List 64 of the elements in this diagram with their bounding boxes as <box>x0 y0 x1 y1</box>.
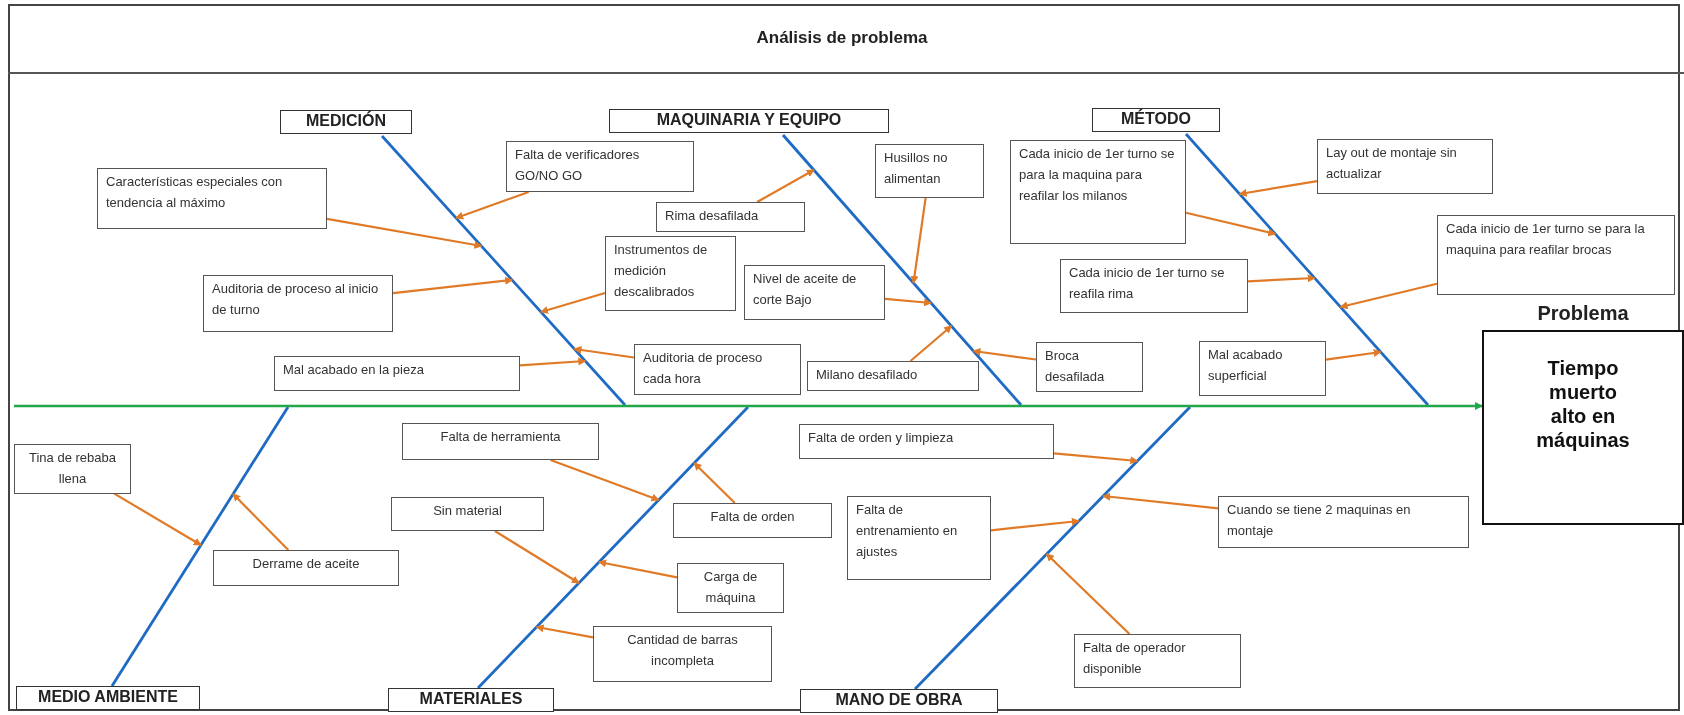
arrow <box>550 458 660 502</box>
arrow <box>1238 180 1318 197</box>
cause-box: Cada inicio de 1er turno se para la maquina para reafilar los milanos <box>1010 140 1186 244</box>
arrow <box>1102 492 1219 510</box>
cause-box: Falta de orden y limpieza <box>799 424 1054 459</box>
cause-box: Características especiales con tendencia al máximo <box>97 168 327 229</box>
cause-box: Falta de orden <box>673 503 832 538</box>
cause-box: Cuando se tiene 2 maquinas en montaje <box>1218 496 1469 548</box>
cause-box: Lay out de montaje sin actualizar <box>1317 139 1493 194</box>
cause-box: Husillos no alimentan <box>875 144 984 198</box>
cause-box: Carga de máquina <box>677 563 784 613</box>
arrow <box>540 291 606 314</box>
arrow <box>910 197 927 284</box>
cause-box: Auditoria de proceso al inicio de turno <box>203 275 393 332</box>
cause-box: Mal acabado superficial <box>1199 341 1326 396</box>
cause-box: Nivel de aceite de corte Bajo <box>744 265 885 320</box>
cause-box: Instrumentos de medición descalibrados <box>605 236 736 311</box>
arrow <box>326 217 483 249</box>
arrow <box>1185 211 1277 237</box>
arrow <box>598 559 678 579</box>
cause-box: Cada inicio de 1er turno se para la maquina para reafilar brocas <box>1437 215 1675 295</box>
arrow <box>1045 553 1131 635</box>
arrow <box>113 492 202 546</box>
category-box: MANO DE OBRA <box>800 689 998 713</box>
arrow <box>884 297 933 307</box>
arrow <box>1325 349 1382 361</box>
cause-box: Derrame de aceite <box>213 550 399 586</box>
cause-box: Cada inicio de 1er turno se reafila rima <box>1060 259 1248 313</box>
category-box: MÉTODO <box>1092 108 1220 132</box>
arrow <box>573 346 635 359</box>
cause-box: Cantidad de barras incompleta <box>593 626 772 682</box>
arrow <box>990 517 1080 532</box>
cause-box: Falta de verificadores GO/NO GO <box>506 141 694 192</box>
problem-heading: Problema <box>1536 302 1630 325</box>
arrow <box>756 169 815 203</box>
category-box: MEDICIÓN <box>280 110 412 134</box>
arrow <box>494 530 580 584</box>
arrow <box>455 190 530 220</box>
arrow <box>1339 282 1438 310</box>
arrow <box>1053 452 1139 465</box>
cause-box: Falta de entrenamiento en ajustes <box>847 496 991 580</box>
arrow <box>972 348 1037 361</box>
category-box: MAQUINARIA Y EQUIPO <box>609 109 889 133</box>
cause-box: Sin material <box>391 497 544 531</box>
category-box: MATERIALES <box>388 688 554 712</box>
arrow <box>392 276 514 295</box>
diagram-title: Análisis de problema <box>755 28 929 48</box>
cause-box: Rima desafilada <box>656 202 805 232</box>
arrow <box>519 357 587 367</box>
arrow <box>909 325 953 362</box>
cause-box: Mal acabado en la pieza <box>274 356 520 391</box>
category-box: MEDIO AMBIENTE <box>16 686 200 710</box>
arrow <box>232 493 290 551</box>
arrow <box>535 624 594 639</box>
cause-box: Broca desafilada <box>1036 342 1143 392</box>
problem-text: Tiempo muerto alto en máquinas <box>1535 356 1631 452</box>
cause-box: Falta de operador disponible <box>1074 634 1241 688</box>
arrow <box>1247 274 1316 283</box>
cause-box: Auditoria de proceso cada hora <box>634 344 801 395</box>
arrow <box>693 462 736 504</box>
cause-box: Milano desafilado <box>807 361 979 391</box>
cause-box: Tina de rebaba llena <box>14 444 131 494</box>
spine-arrow <box>14 402 1483 410</box>
cause-box: Falta de herramienta <box>402 423 599 460</box>
